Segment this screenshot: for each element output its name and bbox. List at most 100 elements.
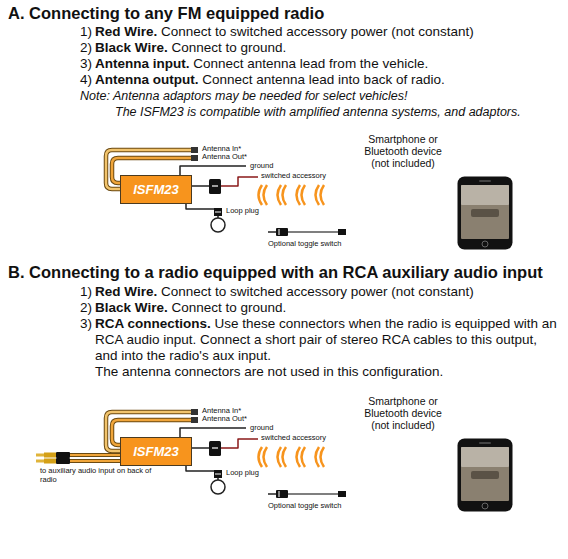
text-line: Antenna Out* <box>202 415 247 423</box>
step-text: Connect to ground. <box>171 300 286 315</box>
radio-wave <box>278 447 282 467</box>
text-line: 3) <box>80 56 92 72</box>
text-line: 2) <box>80 300 92 316</box>
radio-wave <box>321 185 325 205</box>
switch-mark <box>279 229 280 235</box>
text-line: Loop plug <box>226 207 259 215</box>
switch-wire <box>268 493 276 495</box>
step-number: 4) <box>80 72 92 87</box>
wiring-drawing <box>106 147 346 236</box>
antenna-connector <box>191 417 198 423</box>
device-caption: Smartphone or Bluetooth device (not incl… <box>357 395 449 431</box>
step-text: Connect antenna lead from the vehicle. <box>193 56 428 71</box>
text-line: Antenna output. Connect antenna lead into… <box>95 72 445 88</box>
text-line: Antenna Out* <box>202 153 247 161</box>
loop-wire <box>186 466 214 471</box>
switch-mark <box>279 491 280 497</box>
toggle-switch <box>276 490 288 498</box>
antenna-label: Antenna In* <box>202 406 241 415</box>
device-caption: Smartphone or Bluetooth device (not incl… <box>357 133 449 169</box>
radio-wave <box>264 185 268 205</box>
step-heading: RCA connections. <box>95 316 211 331</box>
antenna-label: Antenna Out* <box>202 414 247 423</box>
loop-plug-connector <box>214 208 222 216</box>
step-text: Connect to switched accessory power (not… <box>161 284 474 299</box>
section-heading: A. Connecting to any FM equipped radio <box>8 3 324 23</box>
radio-wave <box>302 185 306 205</box>
text-line: Loop plug <box>226 469 259 477</box>
step-heading: Black Wire. <box>95 40 168 55</box>
step-heading: Red Wire. <box>95 284 157 299</box>
text-line: B. Connecting to a radio equipped with a… <box>8 262 543 282</box>
power-wire <box>221 177 258 186</box>
wiring-drawing <box>36 409 346 498</box>
phone-device: Smartphone or Bluetooth device (not incl… <box>357 395 522 512</box>
text-line: Antenna input.Connect antenna lead from … <box>95 56 428 72</box>
power-wire <box>192 447 209 449</box>
speaker-slot <box>479 180 491 182</box>
text-line: to auxiliary audio input on back of radi… <box>40 467 165 484</box>
text-line: Black Wire.Connect to ground. <box>95 40 286 56</box>
antenna-connector <box>191 155 198 161</box>
phone-screen <box>461 447 509 501</box>
text-line: Optional toggle switch <box>268 502 341 510</box>
wire-outline <box>70 453 120 457</box>
fuse-mark <box>212 447 218 448</box>
switch-wire <box>288 493 338 495</box>
module-box: ISFM23 <box>120 175 192 204</box>
radio-wave <box>259 447 263 467</box>
step-heading: Antenna output. <box>95 72 198 87</box>
wire <box>70 460 120 462</box>
radio-wave <box>283 185 287 205</box>
radio-wave <box>321 447 325 467</box>
home-button <box>482 503 488 509</box>
text-line: Antenna In* <box>202 407 241 415</box>
rca-plug-tip <box>36 454 44 457</box>
text-line: Optional toggle switch <box>268 240 341 248</box>
radio-wave <box>316 185 320 205</box>
screen-highlight <box>461 185 509 205</box>
text-line: Note: Antenna adaptors may be needed for… <box>80 88 408 104</box>
phone-body <box>458 177 513 250</box>
loop-plug <box>211 480 225 494</box>
rca-plug-sleeve <box>44 459 56 464</box>
text-line: Red Wire. Connect to switched accessory p… <box>95 284 474 300</box>
antenna-label: Antenna Out* <box>202 152 247 161</box>
radio-wave <box>316 447 320 467</box>
module-box: ISFM23 <box>120 437 192 466</box>
antenna-connector <box>191 409 198 415</box>
text-line: 3) <box>80 316 92 332</box>
text-line: ground <box>250 424 273 432</box>
module-name: ISFM23 <box>133 182 179 197</box>
step-text: Connect antenna lead into back of radio. <box>202 72 444 87</box>
radio-wave <box>297 185 301 205</box>
text-line: 1) <box>80 284 92 300</box>
switch-plug <box>338 229 346 235</box>
screen-logo <box>471 471 499 479</box>
text-line: RCA connections.Use these connectors whe… <box>95 316 557 364</box>
part-label: Optional toggle switch <box>268 501 341 510</box>
antenna-connector <box>191 147 198 153</box>
step-heading: Antenna input. <box>95 56 190 71</box>
step-text: The antenna connectors are not used in t… <box>95 364 443 379</box>
section-heading: B. Connecting to a radio equipped with a… <box>8 263 543 281</box>
loop-plug <box>211 218 225 232</box>
rca-plug-sleeve <box>44 453 56 458</box>
text-line: Antenna In* <box>202 145 241 153</box>
wire <box>70 454 120 456</box>
text-line: 2) <box>80 40 92 56</box>
step-heading: Black Wire. <box>95 300 168 315</box>
part-label: Optional toggle switch <box>268 239 341 248</box>
ground-wire <box>180 428 246 437</box>
step-number: 3) <box>80 56 92 71</box>
text-line: ground <box>250 162 273 170</box>
wire-label: switched accessory <box>261 433 326 442</box>
screen-logo <box>471 209 499 217</box>
rca-plug-tip <box>36 460 44 463</box>
rca-plug-body <box>56 458 70 464</box>
step-heading: Red Wire. <box>95 24 157 39</box>
home-button <box>482 241 488 247</box>
text-line: switched accessory <box>261 172 326 180</box>
phone-screen <box>461 185 509 239</box>
power-wire <box>192 185 209 187</box>
